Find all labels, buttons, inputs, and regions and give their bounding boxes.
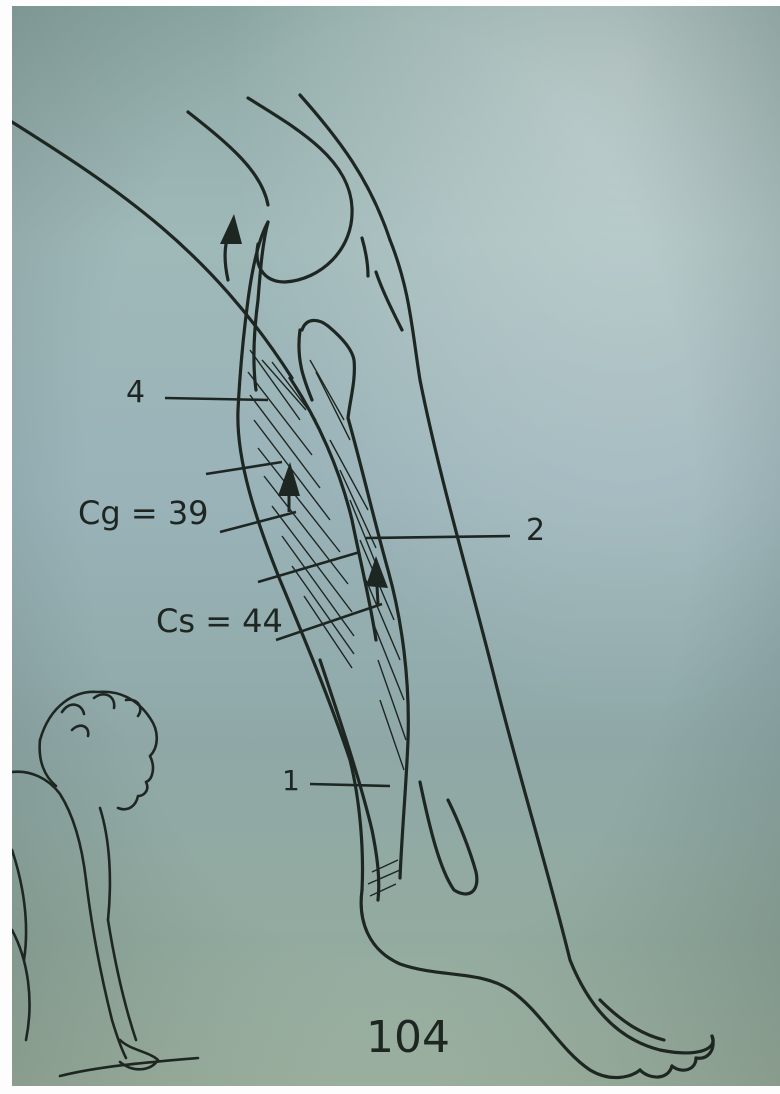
photo-border-bottom <box>0 1086 780 1094</box>
patella-mark-1 <box>362 238 368 276</box>
photo-border-left <box>0 0 12 1094</box>
label-1: 1 <box>282 764 300 797</box>
leader-2 <box>366 536 510 538</box>
achilles-line <box>320 660 379 900</box>
label-4: 4 <box>126 375 145 410</box>
figure-hair-curls <box>62 694 140 736</box>
femur-outline-left <box>188 112 268 205</box>
figure-shoulder <box>12 772 86 880</box>
page-number: 104 <box>366 1012 450 1063</box>
fibula-contour <box>299 330 312 400</box>
femur-outline-right <box>300 95 390 240</box>
figure-hair <box>40 692 157 756</box>
toe-2 <box>672 1058 696 1070</box>
arrow-cg-head <box>278 462 300 496</box>
toe-1 <box>640 1066 672 1077</box>
label-cg: Cg = 39 <box>78 494 209 532</box>
figure-face <box>118 756 153 809</box>
photo-border-top <box>0 0 780 6</box>
shin-line <box>390 240 713 1053</box>
label-2: 2 <box>526 513 545 548</box>
arrow-cs-shaft <box>377 586 378 604</box>
crouching-figure <box>12 692 198 1076</box>
arrow-knee-head <box>220 214 242 244</box>
figure-chest <box>100 808 110 920</box>
label-cs: Cs = 44 <box>156 602 283 640</box>
figure-leg <box>12 930 30 1040</box>
malleolus <box>420 782 477 894</box>
figure-arm <box>86 880 126 1058</box>
muscle-outline <box>302 320 408 878</box>
gastrocnemius-edge <box>290 378 376 640</box>
thigh-line <box>12 122 292 378</box>
leader-1 <box>310 784 390 786</box>
patella-mark-2 <box>376 272 402 330</box>
